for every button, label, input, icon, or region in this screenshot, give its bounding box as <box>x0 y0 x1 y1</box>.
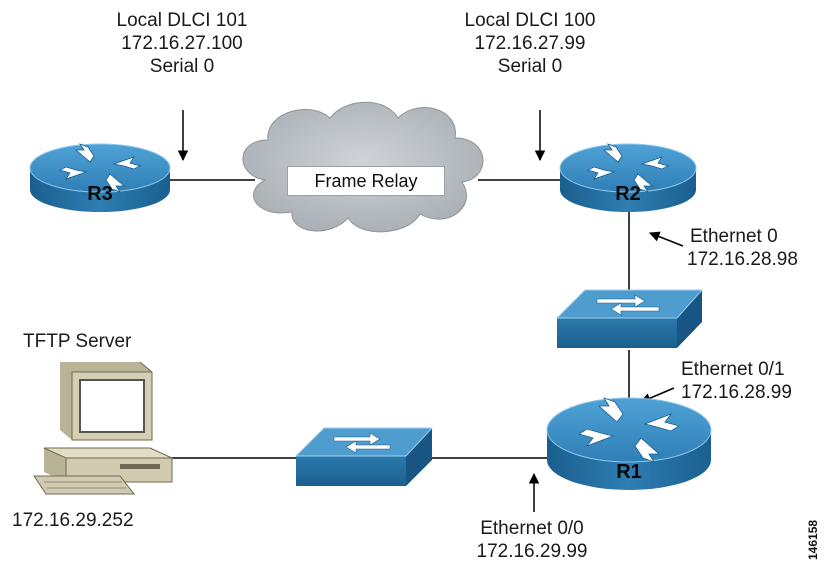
router-r1-icon: R1 <box>546 397 712 490</box>
r1-ethernet00-block: Ethernet 0/0 172.16.29.99 <box>432 517 632 563</box>
switch-upper-icon <box>555 289 704 348</box>
r3-interface: Serial 0 <box>149 56 215 77</box>
r1-ethernet01-interface: Ethernet 0/1 <box>681 359 785 380</box>
pc-icon <box>33 361 173 495</box>
links <box>170 179 630 459</box>
r2-label-block: Local DLCI 100 172.16.27.99 Serial 0 <box>430 9 630 78</box>
switch-lower-icon <box>294 427 434 486</box>
r2-ethernet-ip: 172.16.28.98 <box>687 249 798 270</box>
r1-ethernet01-block: Ethernet 0/1 172.16.28.99 <box>681 358 792 404</box>
r1-ethernet00-interface: Ethernet 0/0 <box>480 518 584 539</box>
router-r3-name: R3 <box>87 183 113 205</box>
arrow-r2-ethernet <box>649 231 684 247</box>
router-r2-icon: R2 <box>559 143 697 212</box>
r1-ethernet00-ip: 172.16.29.99 <box>476 541 588 562</box>
r2-ethernet-interface: Ethernet 0 <box>690 226 778 247</box>
r3-label-block: Local DLCI 101 172.16.27.100 Serial 0 <box>82 9 282 78</box>
router-r1-name: R1 <box>616 461 642 483</box>
router-r3-icon: R3 <box>29 143 171 212</box>
r2-ip: 172.16.27.99 <box>474 33 586 54</box>
r3-dlci: Local DLCI 101 <box>116 10 248 31</box>
r1-ethernet01-ip: 172.16.28.99 <box>681 382 792 403</box>
tftp-server-ip: 172.16.29.252 <box>12 510 134 531</box>
frame-relay-label: Frame Relay <box>287 166 445 196</box>
router-r2-name: R2 <box>615 183 641 205</box>
r2-ethernet-block: Ethernet 0 172.16.28.98 <box>687 225 798 271</box>
r3-ip: 172.16.27.100 <box>121 33 243 54</box>
tftp-server-title: TFTP Server <box>23 331 132 352</box>
r2-interface: Serial 0 <box>497 56 563 77</box>
r2-dlci: Local DLCI 100 <box>464 10 596 31</box>
figure-id: 146158 <box>806 519 820 560</box>
